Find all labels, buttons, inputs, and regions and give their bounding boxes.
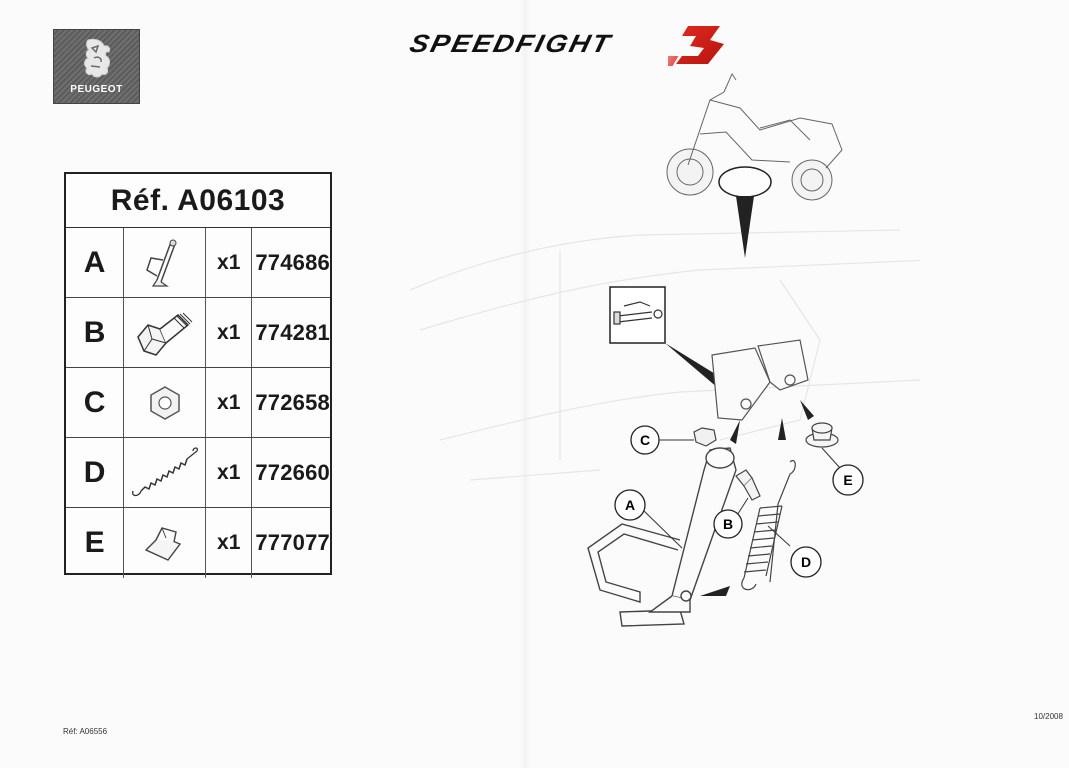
assembly-diagram: A B C D E [409,72,920,627]
callout-b: B [713,509,743,539]
zoom-circle [718,166,772,198]
spring-part [741,460,796,591]
parts-table-title: Réf. A06103 [66,174,330,228]
table-row: C x1 772658 [66,368,330,438]
callout-d: D [790,546,822,578]
footer-date: 10/2008 [1034,712,1063,721]
part-ref: 772660 [255,459,330,485]
nut-icon [124,368,207,437]
part-letter: A [66,228,125,297]
part-letter: D [66,438,125,507]
side-stand-part [587,447,737,627]
part-letter: B [66,298,125,367]
part-ref: 777077 [255,530,330,555]
callout-a: A [614,489,646,521]
rubber-stop-part [805,422,839,448]
part-ref: 774281 [255,319,330,345]
logo-text: PEUGEOT [70,84,123,95]
inset-bolt-icon [613,301,663,325]
svg-text:B: B [723,516,733,532]
side-stand-icon [124,228,207,297]
svg-text:A: A [625,497,635,513]
callout-e: E [832,464,864,496]
peugeot-logo: PEUGEOT [53,29,140,104]
page-fold [520,0,530,768]
part-qty: x1 [206,298,253,367]
brand-title-text: SPEEDFIGHT [406,30,615,58]
assembly-arrows [700,400,814,596]
table-row: A x1 774686 [66,228,330,298]
brand-3-mark [668,26,724,66]
part-qty: x1 [206,228,253,297]
spring-icon [124,438,207,507]
inset-pointer [665,343,725,388]
parts-table: Réf. A06103 A x1 774686 B x1 774281 [64,172,332,578]
lion-icon [84,38,111,78]
bolt-icon [124,298,207,367]
rubber-stop-icon [124,508,207,578]
svg-text:C: C [640,432,650,448]
svg-text:E: E [843,472,852,488]
mounting-bracket [711,339,809,421]
footer-reference: Réf: A06556 [63,727,108,736]
table-row: B x1 774281 [66,298,330,368]
bolt-part [735,469,761,501]
zoom-pointer [736,196,754,258]
table-row: E x1 777077 [66,508,330,578]
table-row: D x1 772660 [66,438,330,508]
part-ref: 774686 [255,249,330,275]
brand-title: SPEEDFIGHT [406,22,740,72]
scooter-thumbnail [666,72,843,201]
part-qty: x1 [206,368,253,437]
part-ref: 772658 [255,389,330,415]
svg-text:D: D [801,554,811,570]
part-letter: E [66,508,125,578]
callout-lines [642,439,841,549]
part-qty: x1 [206,438,253,507]
nut-part [693,427,717,447]
chassis-outline [409,229,920,481]
part-qty: x1 [206,508,253,578]
callout-c: C [630,425,660,455]
part-letter: C [66,368,125,437]
